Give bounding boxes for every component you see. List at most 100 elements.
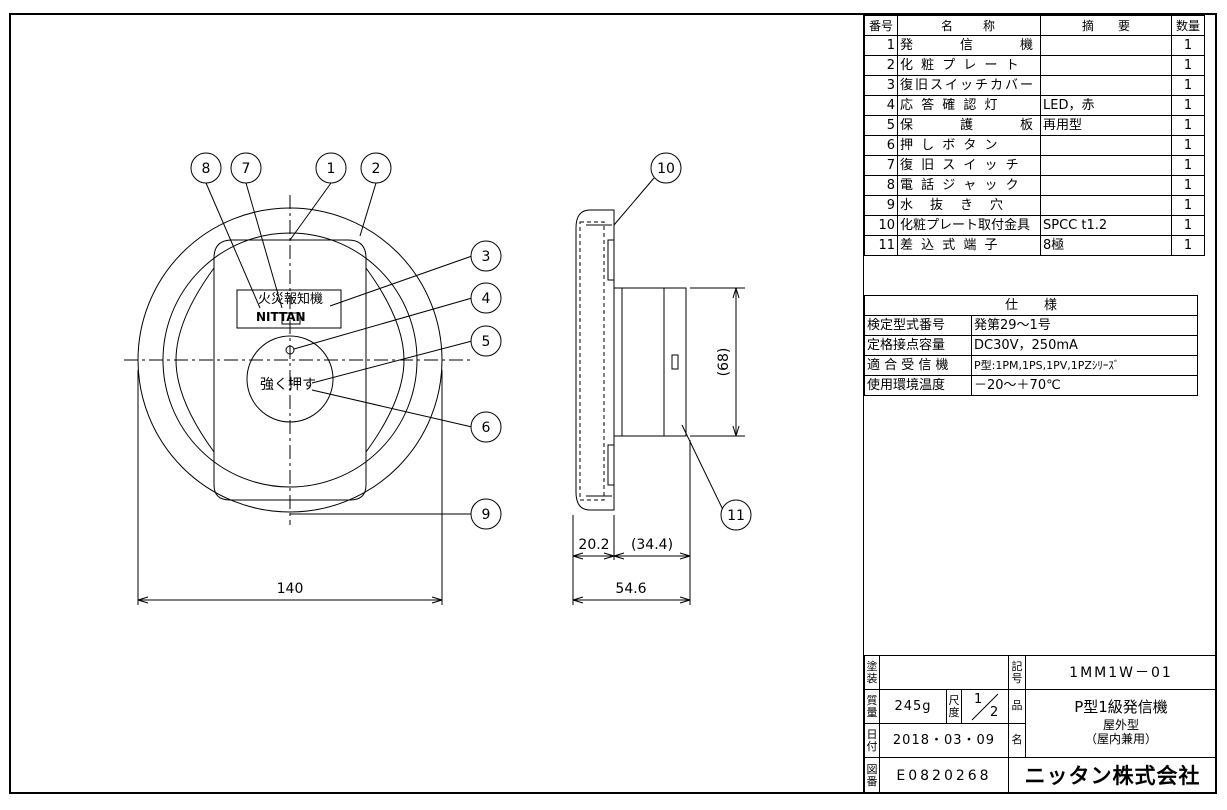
drawing-no-value: E0820268 <box>879 757 1009 794</box>
header-name: 名 称 <box>897 15 1041 36</box>
part-remark <box>1040 35 1172 56</box>
paint-label-cell: 塗装 <box>864 655 880 690</box>
part-qty: 1 <box>1171 155 1205 176</box>
drawing-no-label-cell: 図番 <box>864 757 880 794</box>
part-no: 4 <box>864 95 898 116</box>
weight-label-cell: 質量 <box>864 689 880 724</box>
title-block: 塗装 記号 1MM1W－01 質量 245g 尺度 1 2 品 P型1級発信機 … <box>864 655 1217 794</box>
part-name: 化粧プレート取付金具 <box>897 215 1041 236</box>
front-width-dimension <box>137 370 443 605</box>
balloon-10: 10 <box>657 161 675 177</box>
header-no: 番号 <box>864 15 898 36</box>
drawing-frame <box>9 13 1217 794</box>
nittan-logo: NITTAN <box>256 310 306 324</box>
product-cell: P型1級発信機 屋外型 （屋内兼用） <box>1025 689 1217 758</box>
part-no: 1 <box>864 35 898 56</box>
symbol-label-cell: 記号 <box>1008 655 1026 690</box>
product-sub2: （屋内兼用） <box>1084 732 1157 746</box>
part-remark <box>1040 155 1172 176</box>
dim-140: 140 <box>277 581 304 597</box>
scale-den: 2 <box>990 705 999 720</box>
dim-20-2: 20.2 <box>578 537 609 553</box>
part-no: 10 <box>864 215 898 236</box>
part-no: 6 <box>864 135 898 156</box>
part-remark <box>1040 195 1172 216</box>
spec-header: 仕 様 <box>864 295 1198 316</box>
dim-54-6: 54.6 <box>615 581 646 597</box>
side-depth-dimensions <box>572 440 691 605</box>
weight-label: 質量 <box>866 694 878 719</box>
cover-profile <box>575 209 615 511</box>
product-label-cell: 品 <box>1008 689 1026 724</box>
scale-slash <box>971 693 999 721</box>
side-view <box>575 209 687 511</box>
name-label-cell: 名 <box>1008 723 1026 758</box>
part-qty: 1 <box>1171 135 1205 156</box>
scale-label-cell: 尺度 <box>946 689 962 724</box>
paint-value <box>879 655 1009 690</box>
drawing-no-label: 図番 <box>866 763 878 788</box>
part-qty: 1 <box>1171 55 1205 76</box>
spec-value: －20～＋70℃ <box>971 375 1198 396</box>
mount-bracket <box>613 287 623 437</box>
scale-label: 尺度 <box>948 694 960 719</box>
button-text: 強く押す <box>260 377 316 393</box>
part-name: 化 粧 プ レ ー ト <box>897 55 1041 76</box>
part-qty: 1 <box>1171 115 1205 136</box>
product-label: 品 <box>1011 699 1023 712</box>
part-no: 3 <box>864 75 898 96</box>
part-remark <box>1040 135 1172 156</box>
part-remark <box>1040 55 1172 76</box>
body-box <box>621 287 687 437</box>
part-qty: 1 <box>1171 75 1205 96</box>
part-name: 復 旧 ス イ ッ チ <box>897 155 1041 176</box>
balloon-4: 4 <box>482 291 491 307</box>
balloon-8: 8 <box>202 161 211 177</box>
balloon-2: 2 <box>372 161 381 177</box>
part-qty: 1 <box>1171 35 1205 56</box>
date-value: 2018・03・09 <box>879 723 1009 758</box>
label-plate <box>236 289 342 329</box>
parts-header-row: 番号 名 称 摘 要 数量 <box>864 15 1205 36</box>
part-name: 応 答 確 認 灯 <box>897 95 1041 116</box>
balloon-3: 3 <box>482 249 491 265</box>
part-no: 5 <box>864 115 898 136</box>
part-name: 押 し ボ タ ン <box>897 135 1041 156</box>
part-qty: 1 <box>1171 95 1205 116</box>
company-cell: ニッタン株式会社 <box>1008 757 1217 794</box>
symbol-value: 1MM1W－01 <box>1025 655 1217 690</box>
part-no: 2 <box>864 55 898 76</box>
part-no: 7 <box>864 155 898 176</box>
part-no: 8 <box>864 175 898 196</box>
part-remark <box>1040 75 1172 96</box>
front-leaders <box>205 182 473 515</box>
part-remark: SPCC t1.2 <box>1040 215 1172 236</box>
spec-value: 発第29～1号 <box>971 315 1198 336</box>
date-label-cell: 日付 <box>864 723 880 758</box>
scale-num: 1 <box>974 692 983 707</box>
weight-value: 245g <box>879 689 947 724</box>
part-no: 9 <box>864 195 898 216</box>
symbol-label: 記号 <box>1011 660 1023 685</box>
reset-switch <box>281 312 301 325</box>
balloon-5: 5 <box>482 334 491 350</box>
balloon-6: 6 <box>482 420 491 436</box>
balloon-1: 1 <box>327 161 336 177</box>
header-remark: 摘 要 <box>1040 15 1172 36</box>
technical-drawing: 火災報知機 NITTAN 強く押す 8 7 1 2 3 4 5 6 9 <box>124 13 864 794</box>
part-remark: LED，赤 <box>1040 95 1172 116</box>
side-height-dimension <box>690 287 745 437</box>
part-name: 水 抜 き 穴 <box>897 195 1041 216</box>
spec-key: 検定型式番号 <box>864 315 972 336</box>
part-remark: 再用型 <box>1040 115 1172 136</box>
